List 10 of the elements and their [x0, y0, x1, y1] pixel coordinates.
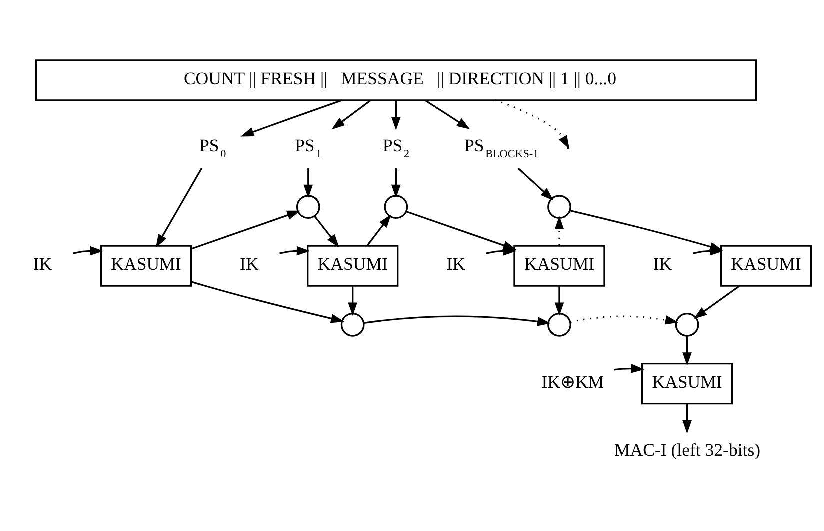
node-text: IK	[446, 254, 466, 274]
node-text: PS$_{2}$	[382, 134, 410, 160]
node-text: IK	[653, 254, 672, 274]
node-text: IK	[240, 254, 259, 274]
node-text: PS$_{BLOCKS-1}$	[464, 134, 539, 160]
node-text: IK⊕KM	[542, 372, 604, 392]
node-text: IK	[33, 254, 52, 274]
node-text: MAC-I (left 32-bits)	[614, 439, 761, 460]
node-text: PS$_{0}$	[200, 134, 226, 160]
node-text: PS$_{1}$	[295, 134, 322, 160]
